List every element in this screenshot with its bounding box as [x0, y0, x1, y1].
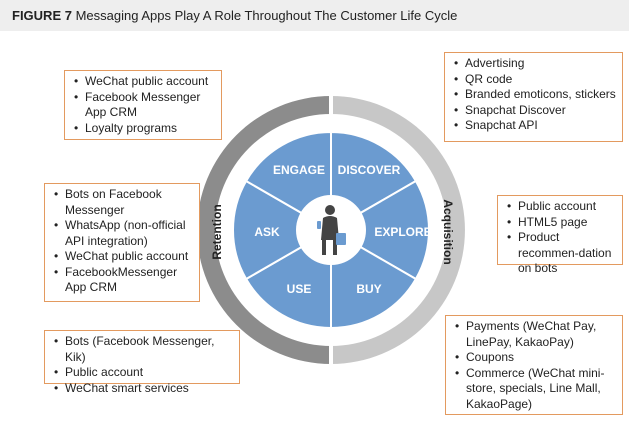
segment-label-buy: BUY [356, 282, 381, 296]
segment-explore [329, 179, 430, 281]
list-item: Commerce (WeChat mini-store, specials, L… [455, 366, 616, 413]
box-use-list: Bots (Facebook Messenger, Kik)Public acc… [51, 334, 233, 396]
box-discover: AdvertisingQR codeBranded emoticons, sti… [444, 52, 623, 142]
acquisition-ring [331, 96, 465, 364]
title-bar [0, 0, 629, 31]
list-item: Payments (WeChat Pay, LinePay, KakaoPay) [455, 319, 616, 350]
figure-number: FIGURE 7 [12, 8, 72, 23]
box-ask-list: Bots on Facebook MessengerWhatsApp (non-… [51, 187, 193, 296]
box-buy-list: Payments (WeChat Pay, LinePay, KakaoPay)… [452, 319, 616, 412]
list-item: Snapchat Discover [454, 103, 616, 119]
box-engage-list: WeChat public accountFacebook Messenger … [71, 74, 215, 136]
segment-label-explore: EXPLORE [374, 225, 431, 239]
list-item: WeChat smart services [54, 381, 233, 397]
ring-label-retention: Retention [210, 204, 224, 259]
list-item: Snapchat API [454, 118, 616, 134]
box-engage: WeChat public accountFacebook Messenger … [64, 70, 222, 140]
list-item: Advertising [454, 56, 616, 72]
list-item: WeChat public account [74, 74, 215, 90]
list-item: Loyalty programs [74, 121, 215, 137]
retention-ring [197, 96, 331, 364]
figure-title: FIGURE 7 Messaging Apps Play A Role Thro… [12, 8, 457, 23]
box-explore: Public accountHTML5 pageProduct recommen… [497, 195, 623, 275]
box-buy: Payments (WeChat Pay, LinePay, KakaoPay)… [445, 315, 623, 415]
list-item: Public account [54, 365, 233, 381]
list-item: WhatsApp (non-official API integration) [54, 218, 193, 249]
list-item: Public account [507, 199, 616, 215]
list-item: QR code [454, 72, 616, 88]
box-use: Bots (Facebook Messenger, Kik)Public acc… [44, 330, 240, 396]
list-item: Product recommen-dation on bots [507, 230, 616, 277]
list-item: FacebookMessenger App CRM [54, 265, 193, 296]
ring-label-acquisition: Acquisition [441, 199, 455, 264]
box-ask: Bots on Facebook MessengerWhatsApp (non-… [44, 183, 200, 302]
segment-label-discover: DISCOVER [338, 163, 401, 177]
list-item: Branded emoticons, stickers [454, 87, 616, 103]
segment-label-use: USE [287, 282, 312, 296]
segment-label-engage: ENGAGE [273, 163, 325, 177]
list-item: Coupons [455, 350, 616, 366]
list-item: Facebook Messenger App CRM [74, 90, 215, 121]
box-discover-list: AdvertisingQR codeBranded emoticons, sti… [451, 56, 616, 134]
person-with-phone-and-bag-icon [317, 205, 346, 255]
list-item: Bots (Facebook Messenger, Kik) [54, 334, 233, 365]
box-explore-list: Public accountHTML5 pageProduct recommen… [504, 199, 616, 277]
segment-ask [232, 179, 333, 281]
figure-title-text: Messaging Apps Play A Role Throughout Th… [75, 8, 458, 23]
list-item: WeChat public account [54, 249, 193, 265]
list-item: HTML5 page [507, 215, 616, 231]
segment-label-ask: ASK [254, 225, 280, 239]
list-item: Bots on Facebook Messenger [54, 187, 193, 218]
